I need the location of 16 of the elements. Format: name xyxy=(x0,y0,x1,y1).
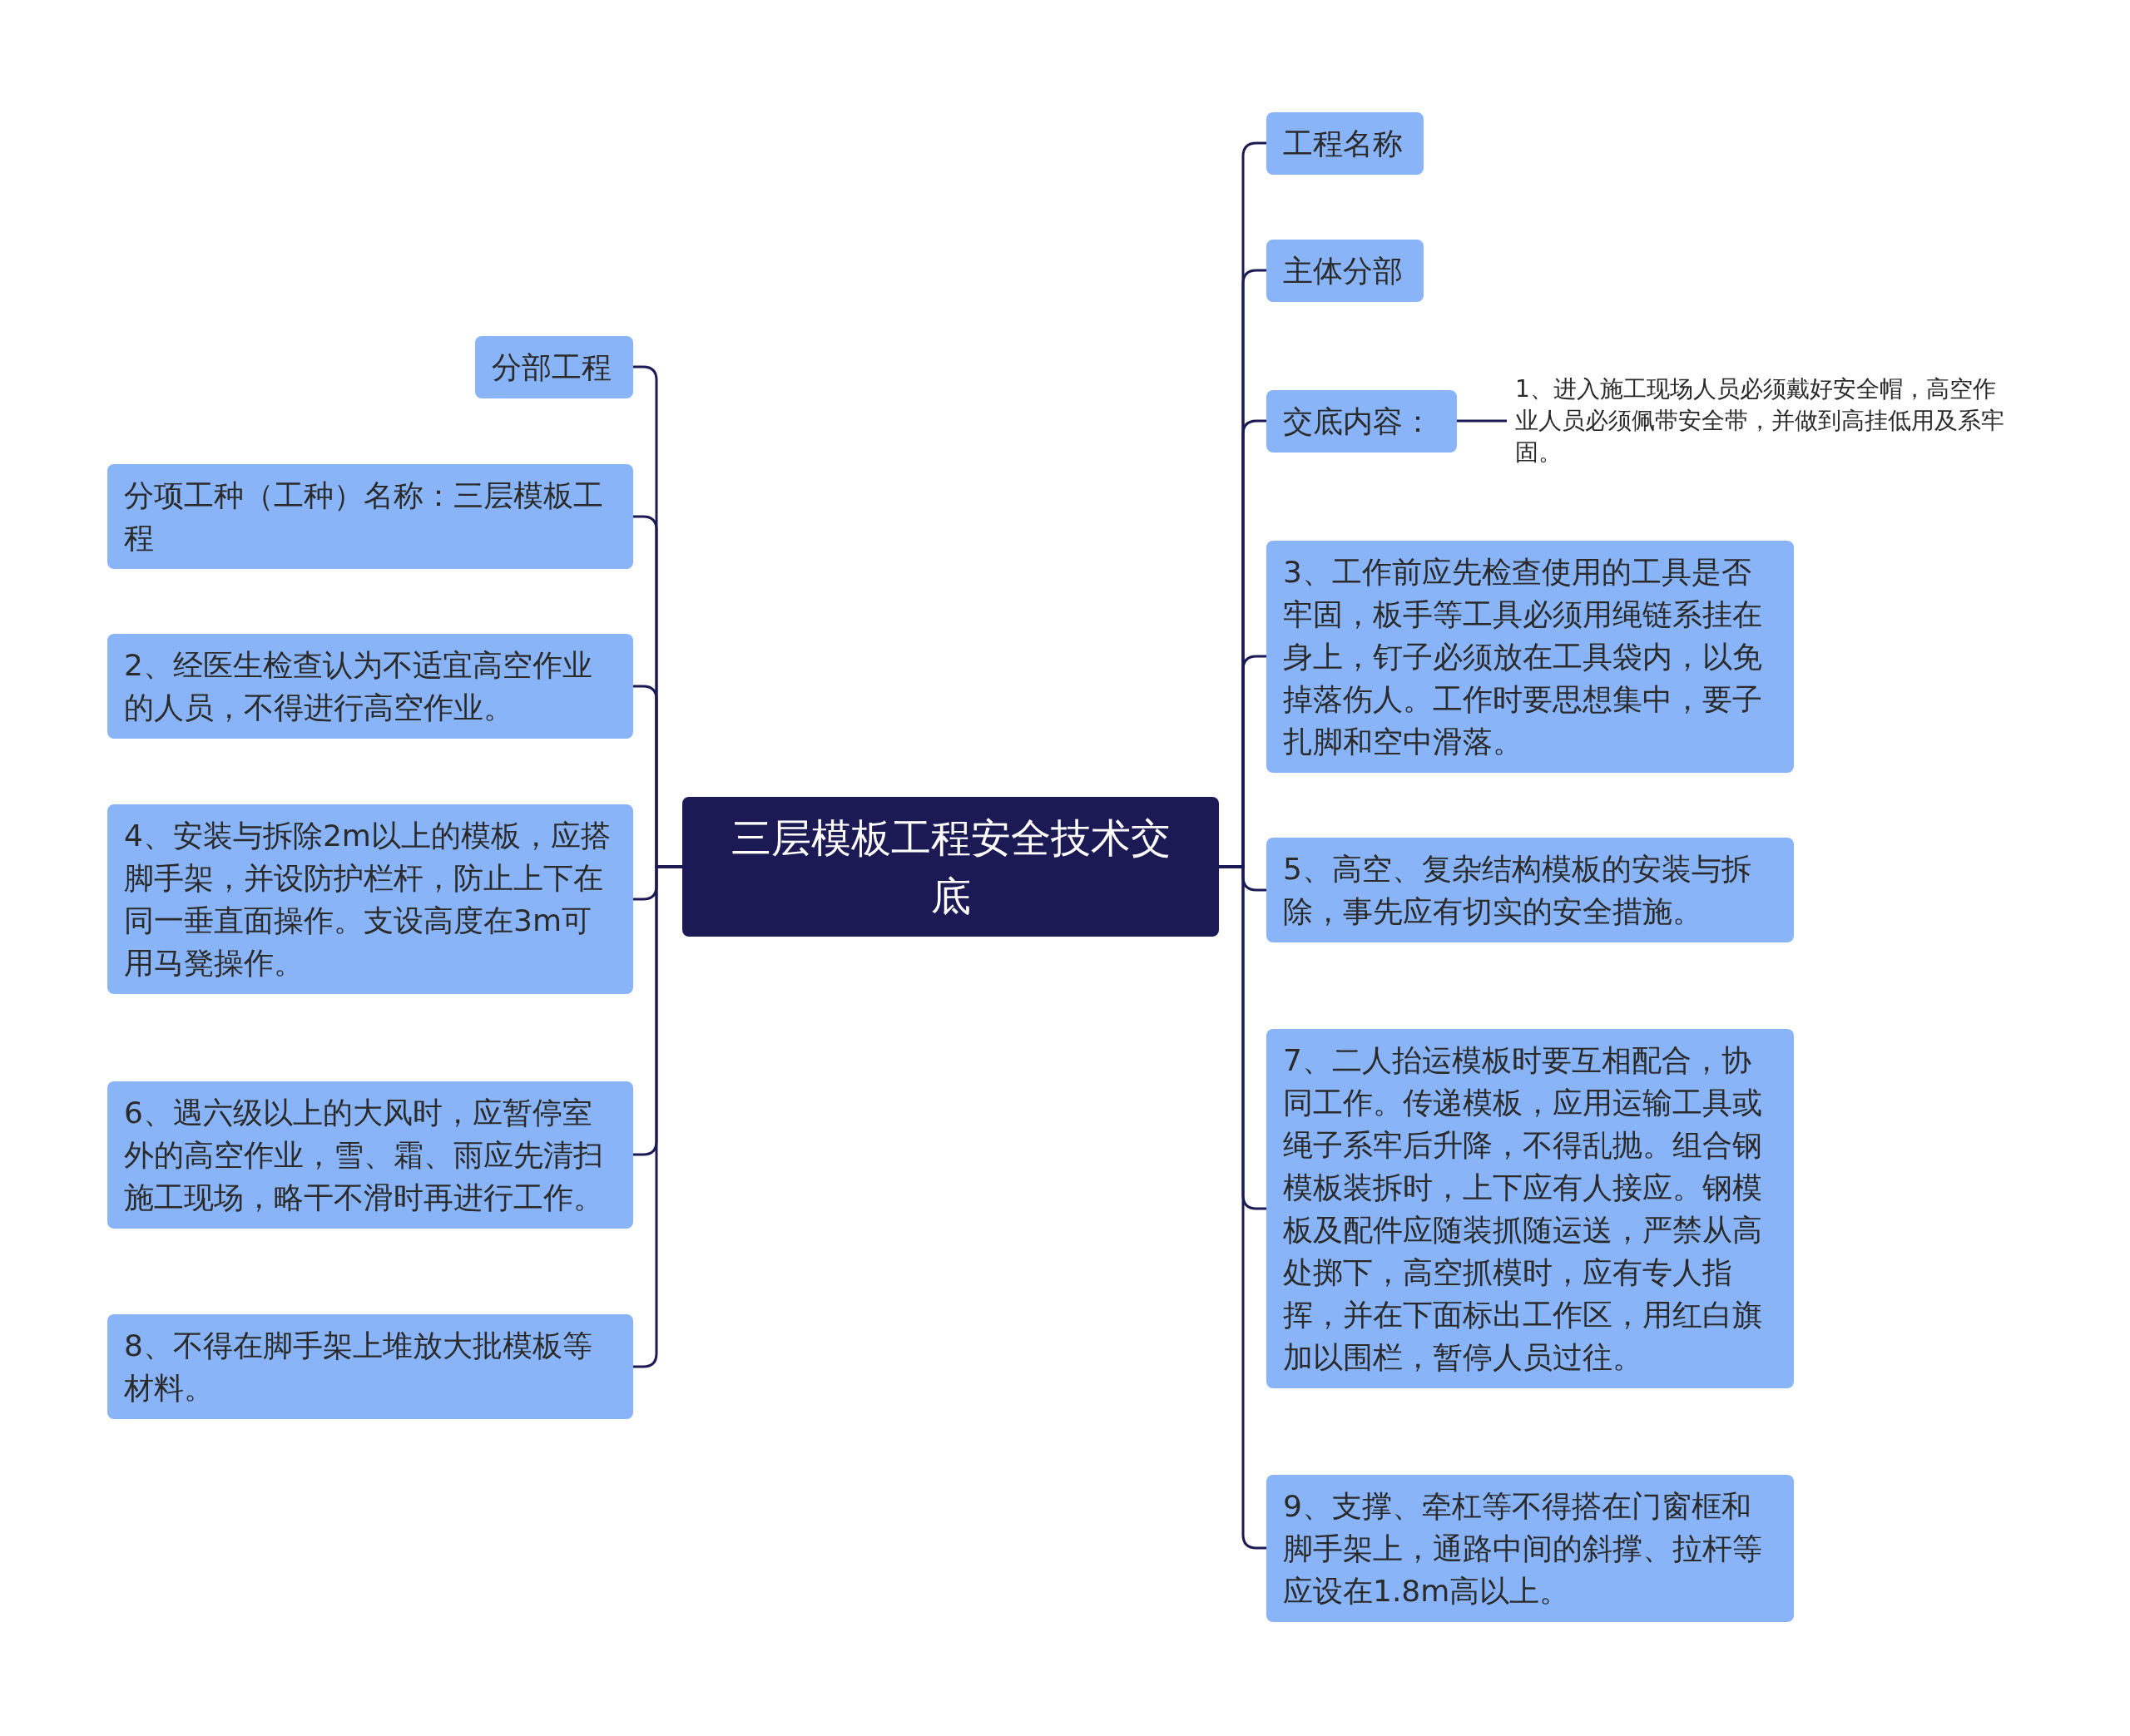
topic-box: 主体分部 xyxy=(1266,239,1424,302)
topic-box: 9、支撑、牵杠等不得搭在门窗框和脚手架上，通路中间的斜撑、拉杆等应设在1.8m高以上。 xyxy=(1266,1474,1794,1622)
topic-box: 交底内容： xyxy=(1266,389,1457,453)
topic-box: 6、遇六级以上的大风时，应暂停室外的高空作业，雪、霜、雨应先清扫施工现场，略干不滑时再进行工作。 xyxy=(107,1081,633,1229)
topic-box: 工程名称 xyxy=(1266,111,1424,175)
note-text: 1、进入施工现场人员必须戴好安全帽，高空作业人员必须佩带安全带，并做到高挂低用及系牢固。 xyxy=(1515,373,2014,468)
topic-box: 3、工作前应先检查使用的工具是否牢固，板手等工具必须用绳链系挂在身上，钉子必须放在工具袋内，以免掉落伤人。工作时要思想集中，要子扎脚和空中滑落。 xyxy=(1266,540,1794,773)
topic-box: 4、安装与拆除2m以上的模板，应搭脚手架，并设防护栏杆，防止上下在同一垂直面操作。支设高度在3m可用马凳操作。 xyxy=(107,804,633,994)
topic-box: 8、不得在脚手架上堆放大批模板等材料。 xyxy=(107,1314,633,1419)
topic-box: 5、高空、复杂结构模板的安装与拆除，事先应有切实的安全措施。 xyxy=(1266,838,1794,942)
topic-box: 7、二人抬运模板时要互相配合，协同工作。传递模板，应用运输工具或绳子系牢后升降，不得乱抛。组合钢模板装拆时，上下应有人接应。钢模板及配件应随装抓随运送，严禁从高处掷下，高空抓模时，应有专人指挥，并在下面标出工作区，用红白旗加以围栏，暂停人员过往。 xyxy=(1266,1029,1794,1388)
topic-box: 分项工种（工种）名称：三层模板工程 xyxy=(107,464,633,569)
topic-box: 分部工程 xyxy=(475,335,633,398)
connector-line xyxy=(1457,419,1507,423)
topic-box: 2、经医生检查认为不适宜高空作业的人员，不得进行高空作业。 xyxy=(107,634,633,739)
central-topic-box: 三层模板工程安全技术交底 xyxy=(682,797,1219,937)
